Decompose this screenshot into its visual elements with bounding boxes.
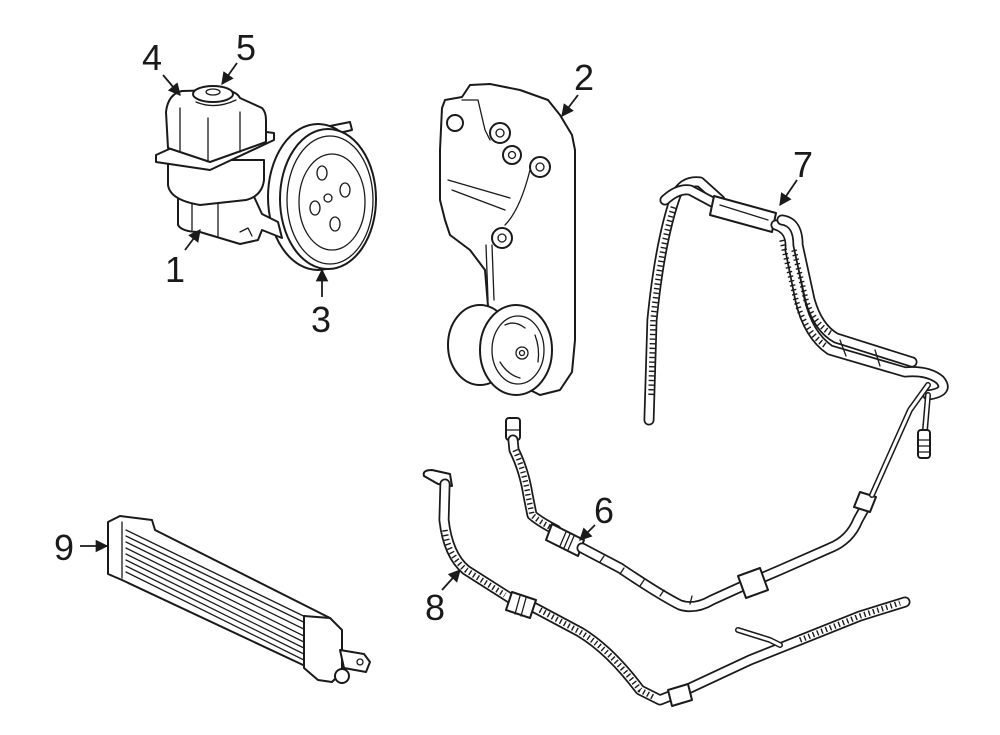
- callout-7: 7: [793, 144, 813, 185]
- callout-6: 6: [594, 490, 614, 531]
- arrow-1: [184, 228, 201, 251]
- pulley[interactable]: [267, 121, 377, 271]
- arrow-7: [779, 179, 798, 207]
- pressure-hose[interactable]: [505, 382, 931, 613]
- callout-5: 5: [236, 27, 256, 68]
- arrow-4: [162, 74, 181, 96]
- arrow-5: [221, 62, 238, 86]
- callout-labels: 1 2 3 4 5 6 7 8 9: [54, 27, 813, 628]
- reservoir[interactable]: [155, 89, 275, 206]
- callout-arrows: [80, 62, 798, 591]
- arrow-2: [561, 94, 579, 118]
- callout-4: 4: [142, 37, 162, 78]
- callout-1: 1: [165, 249, 185, 290]
- reservoir-cap[interactable]: [192, 85, 234, 103]
- arrow-6: [579, 524, 596, 541]
- mounting-bracket[interactable]: [439, 83, 576, 396]
- callout-8: 8: [425, 587, 445, 628]
- callout-2: 2: [574, 57, 594, 98]
- callout-9: 9: [54, 527, 74, 568]
- oil-cooler[interactable]: [107, 515, 371, 684]
- cooler-hose[interactable]: [422, 469, 911, 707]
- callout-3: 3: [311, 299, 331, 340]
- return-hose[interactable]: [643, 176, 949, 459]
- arrow-8: [441, 569, 461, 591]
